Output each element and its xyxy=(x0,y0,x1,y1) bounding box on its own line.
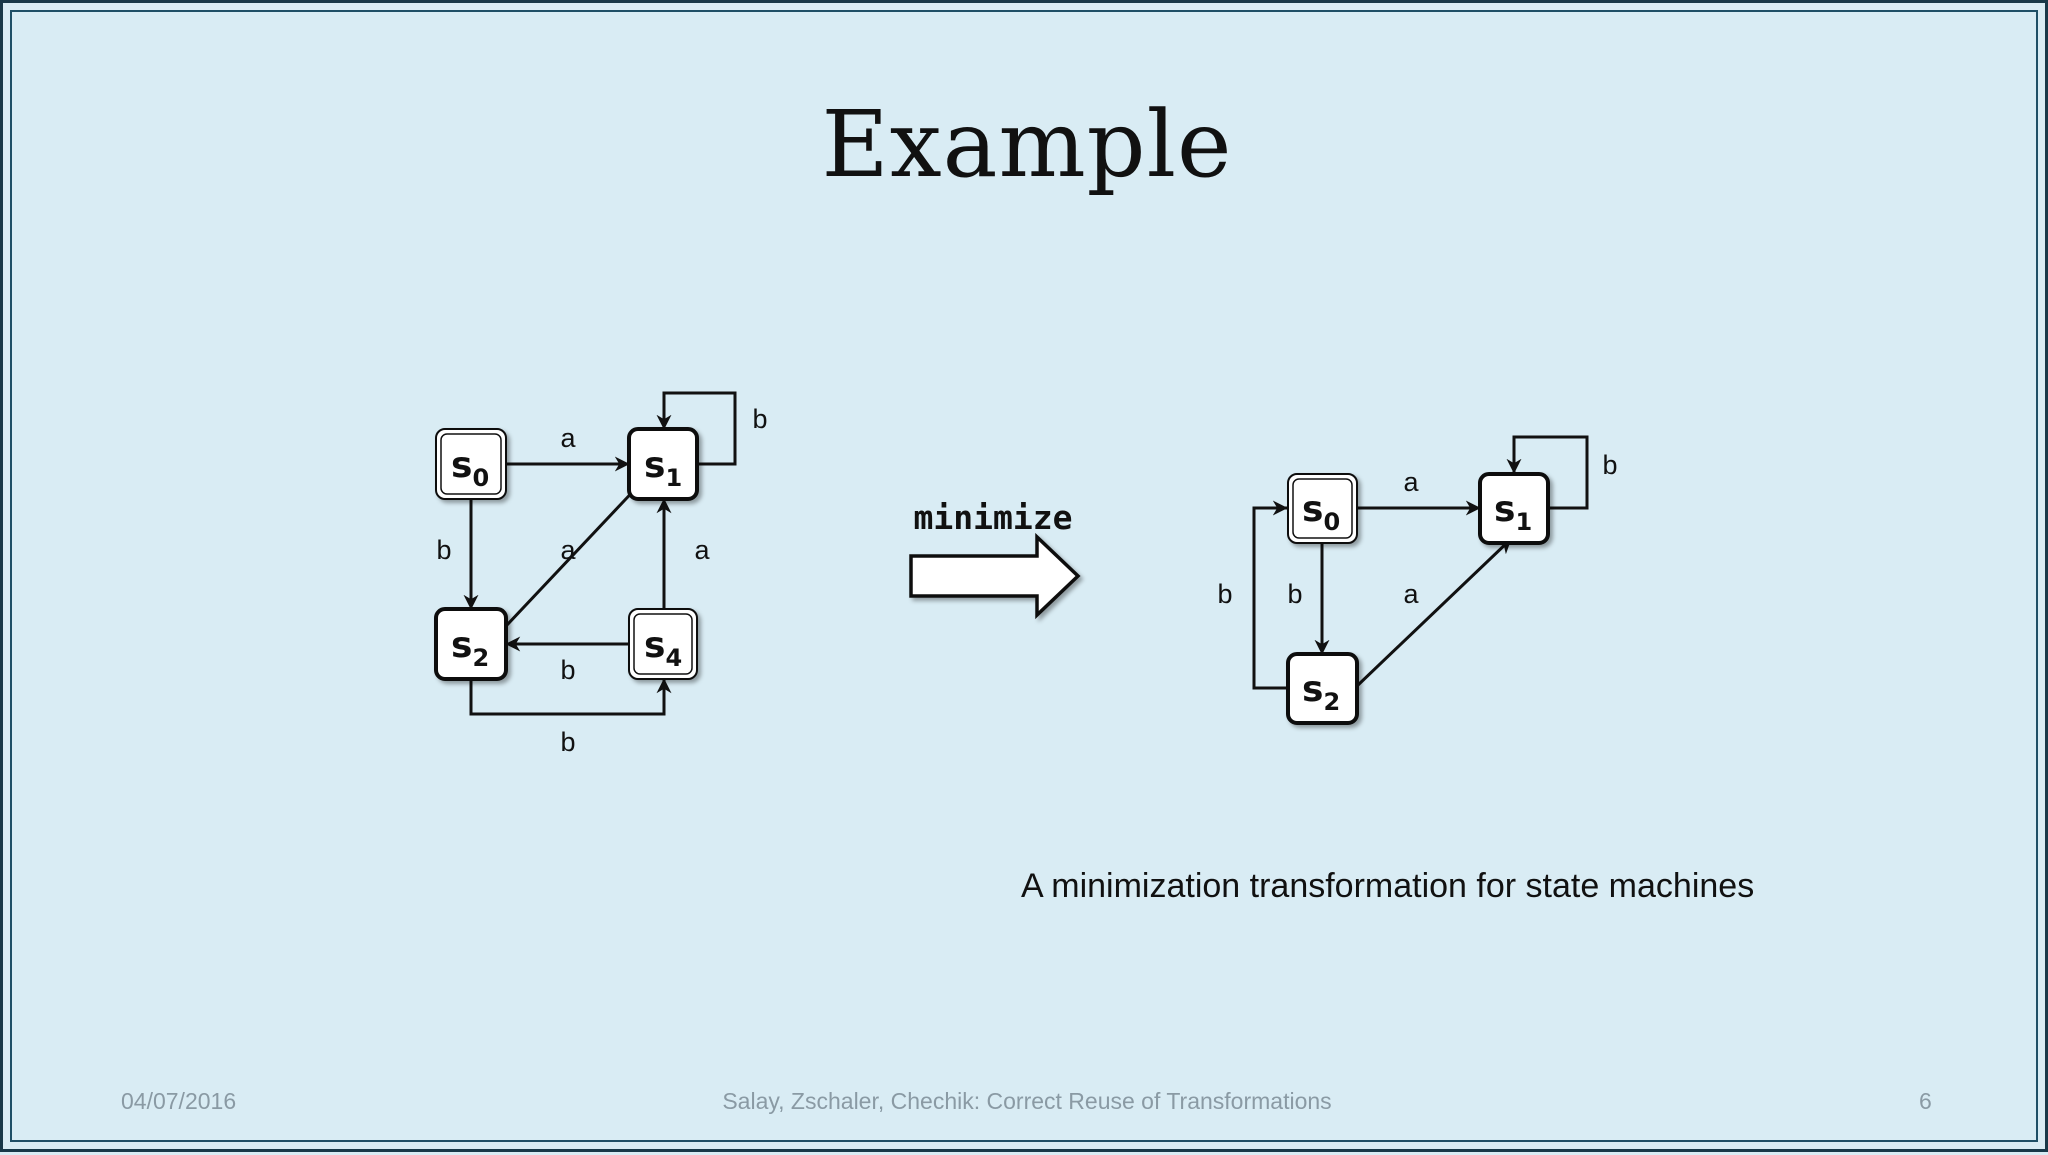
left-transition-s2-s4 xyxy=(469,678,672,716)
right-transition-s2-s0-label: b xyxy=(1217,579,1232,609)
minimize-transformation: minimize xyxy=(909,498,1081,620)
right-arrow-icon xyxy=(909,532,1081,620)
left-transition-s2-s4-label: b xyxy=(560,727,575,757)
left-state-s1-name: s1 xyxy=(644,445,682,492)
left-state-s2: s2 xyxy=(434,607,508,681)
right-state-s2-name: s2 xyxy=(1302,669,1340,716)
right-state-s0-name: s0 xyxy=(1302,489,1340,536)
left-transition-s2-s1-label: a xyxy=(560,535,576,565)
footer-date: 04/07/2016 xyxy=(121,1088,237,1114)
left-state-s2-name: s2 xyxy=(451,625,489,672)
right-state-s1: s1 xyxy=(1478,472,1550,545)
right-transition-s2-s1-label: a xyxy=(1403,579,1419,609)
right-self-loop-s1 xyxy=(1506,435,1589,510)
left-self-loop-s1 xyxy=(656,391,737,466)
state-machine-diagram: a b b a a b b s0 s1 xyxy=(434,391,1618,757)
left-self-loop-s1-label: b xyxy=(752,404,767,434)
minimize-label: minimize xyxy=(914,498,1073,537)
right-transition-s2-s1 xyxy=(1355,537,1513,688)
right-self-loop-s1-label: b xyxy=(1602,450,1617,480)
slide-caption: A minimization transformation for state … xyxy=(1021,867,1755,905)
right-machine: a b b b a s0 s1 s2 xyxy=(1217,435,1618,725)
right-state-s1-name: s1 xyxy=(1494,489,1532,536)
slide-number: 6 xyxy=(1919,1088,1932,1114)
right-state-s2: s2 xyxy=(1286,652,1359,725)
right-transition-s2-s0 xyxy=(1252,500,1288,690)
right-transition-s0-s2-label: b xyxy=(1287,579,1302,609)
left-transition-s0-s1-label: a xyxy=(560,423,576,453)
left-transition-s4-s2-label: b xyxy=(560,655,575,685)
slide-title: Example xyxy=(821,91,1233,198)
left-machine: a b b a a b b s0 s1 xyxy=(434,391,768,757)
left-state-s1: s1 xyxy=(627,427,699,501)
left-state-s4: s4 xyxy=(628,608,698,680)
left-state-s0: s0 xyxy=(435,428,507,500)
left-state-s4-name: s4 xyxy=(644,625,682,672)
left-state-s0-name: s0 xyxy=(451,445,489,492)
right-state-s0: s0 xyxy=(1287,473,1358,544)
right-transition-s0-s1-label: a xyxy=(1403,467,1419,497)
slide-border xyxy=(10,10,2038,1142)
left-transition-s4-s1-label: a xyxy=(694,535,710,565)
left-transition-s0-s2-label: b xyxy=(436,535,451,565)
footer-citation: Salay, Zschaler, Chechik: Correct Reuse … xyxy=(722,1088,1332,1114)
